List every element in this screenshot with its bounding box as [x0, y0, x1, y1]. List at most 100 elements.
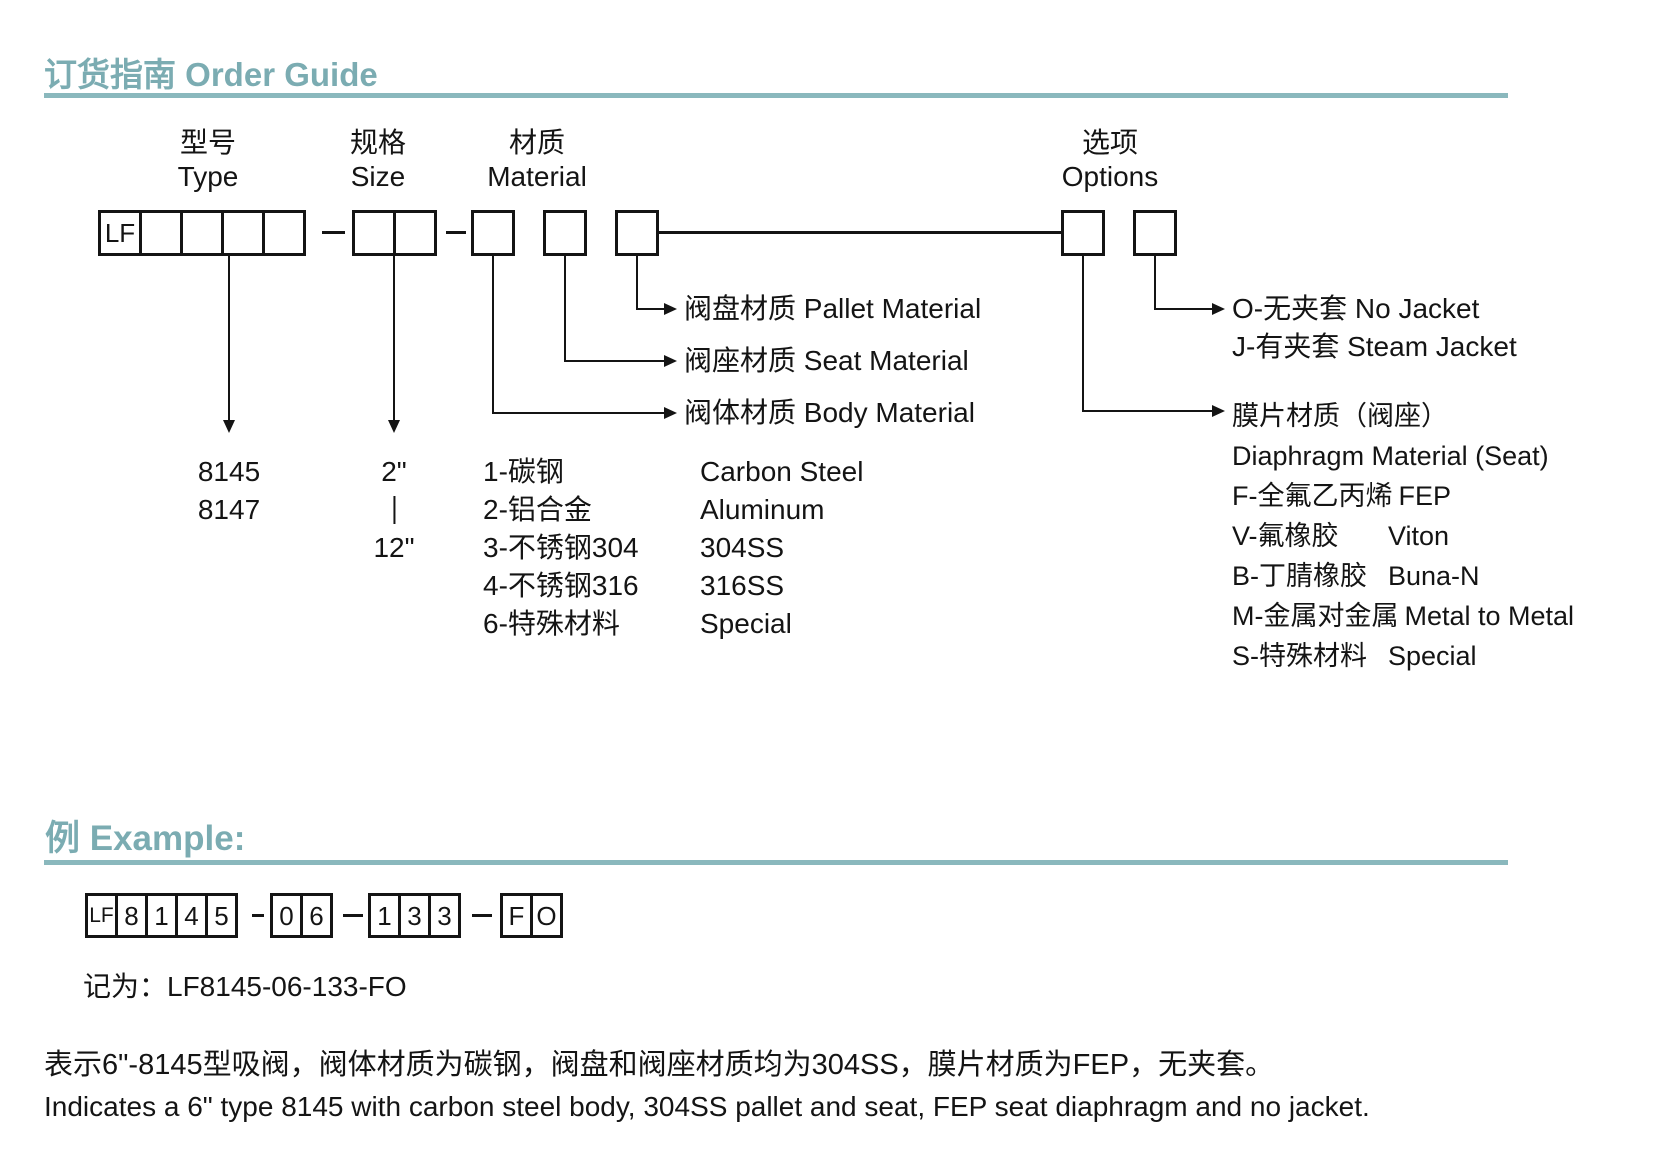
seat-material-connector-v	[564, 256, 566, 362]
material-name: 304SS	[700, 532, 785, 563]
material-code: 6-特殊材料	[483, 608, 620, 639]
diaphragm-material-block: 膜片材质（阀座） Diaphragm Material (Seat) F-全氟乙…	[1232, 396, 1574, 676]
type-value: 8147	[197, 494, 261, 525]
diaphragm-option-code: M-金属对金属	[1232, 601, 1399, 631]
body-material-arrow-icon	[664, 407, 677, 419]
example-size-boxes: 0 6	[270, 893, 333, 938]
type-connector-line	[228, 256, 230, 420]
diaphragm-option-code: B-丁腈橡胶	[1232, 561, 1367, 591]
jacket-option-steam-jacket: J-有夹套 Steam Jacket	[1232, 331, 1517, 362]
connector-line-material-options	[659, 231, 1061, 234]
options-box-jacket	[1133, 210, 1177, 256]
material-name: Carbon Steel	[700, 456, 864, 487]
material-code: 1-碳钢	[483, 456, 564, 487]
jacket-connector-v	[1154, 256, 1156, 310]
seat-material-arrow-icon	[664, 355, 677, 367]
code-cell	[352, 210, 396, 256]
seat-material-label: 阀座材质 Seat Material	[684, 345, 969, 376]
example-cell: 6	[300, 893, 333, 938]
example-heading: 例 Example:	[45, 819, 246, 858]
size-range-list: 2" 12"	[373, 453, 414, 567]
example-cell: LF	[85, 893, 118, 938]
example-cell: 5	[205, 893, 238, 938]
code-cell	[393, 210, 437, 256]
size-connector-line	[393, 256, 395, 420]
code-cell	[139, 210, 183, 256]
code-cell	[180, 210, 224, 256]
example-cell: O	[530, 893, 563, 938]
size-range-bar	[393, 496, 395, 524]
pallet-material-label: 阀盘材质 Pallet Material	[684, 293, 982, 324]
diaphragm-option-name: Buna-N	[1388, 561, 1480, 591]
diaphragm-option-name: Viton	[1388, 521, 1450, 551]
pallet-material-connector-h	[636, 308, 664, 310]
example-cell: 3	[398, 893, 431, 938]
header-options: 选项 Options	[1062, 126, 1159, 194]
diaphragm-connector-v	[1082, 256, 1084, 412]
header-type: 型号 Type	[178, 126, 239, 194]
example-dash	[252, 914, 264, 917]
material-codes-list: 1-碳钢 2-铝合金 3-不锈钢304 4-不锈钢316 6-特殊材料	[483, 453, 639, 643]
code-cell-prefix: LF	[98, 210, 142, 256]
type-code-boxes: LF	[98, 210, 306, 256]
diaphragm-option-code: V-氟橡胶	[1232, 521, 1339, 551]
example-material-boxes: 1 3 3	[368, 893, 461, 938]
material-name: 316SS	[700, 570, 785, 601]
type-arrow-icon	[223, 420, 235, 433]
header-size: 规格 Size	[350, 126, 406, 194]
type-values-list: 8145 8147	[198, 453, 260, 529]
title-rule	[44, 93, 1508, 98]
diaphragm-option-name: Metal to Metal	[1404, 601, 1575, 631]
diaphragm-option: S-特殊材料 Special	[1232, 636, 1574, 676]
example-cell: 1	[145, 893, 178, 938]
seat-material-connector-h	[564, 360, 664, 362]
code-cell	[221, 210, 265, 256]
body-material-connector-h	[492, 412, 664, 414]
material-code: 3-不锈钢304	[483, 532, 639, 563]
size-arrow-icon	[388, 420, 400, 433]
example-cell: 8	[115, 893, 148, 938]
material-box-body	[471, 210, 515, 256]
diaphragm-option: B-丁腈橡胶 Buna-N	[1232, 556, 1574, 596]
example-description-en: Indicates a 6" type 8145 with carbon ste…	[44, 1091, 1370, 1122]
example-cell: 3	[428, 893, 461, 938]
diaphragm-connector-h	[1082, 410, 1212, 412]
diaphragm-option: F-全氟乙丙烯 FEP	[1232, 476, 1574, 516]
example-rule	[44, 860, 1508, 865]
material-name: Aluminum	[700, 494, 825, 525]
diaphragm-title-cn: 膜片材质（阀座）	[1232, 401, 1448, 431]
size-value-min: 2"	[381, 456, 407, 487]
example-cell: F	[500, 893, 533, 938]
diaphragm-option-name: Special	[1388, 641, 1477, 671]
size-code-boxes	[352, 210, 437, 256]
diaphragm-option-name: FEP	[1398, 481, 1451, 511]
example-cell: 4	[175, 893, 208, 938]
options-box-diaphragm	[1061, 210, 1105, 256]
material-box-pallet	[615, 210, 659, 256]
diaphragm-option-code: S-特殊材料	[1232, 641, 1367, 671]
code-dash	[322, 231, 345, 234]
example-cell: 1	[368, 893, 401, 938]
pallet-material-arrow-icon	[664, 303, 677, 315]
header-options-cn: 选项	[1081, 127, 1138, 158]
material-box-seat	[543, 210, 587, 256]
material-names-list: Carbon Steel Aluminum 304SS 316SS Specia…	[700, 453, 863, 643]
code-dash	[446, 231, 466, 234]
jacket-option-no-jacket: O-无夹套 No Jacket	[1232, 293, 1480, 324]
example-dash	[343, 914, 363, 917]
diaphragm-option-code: F-全氟乙丙烯	[1232, 481, 1393, 511]
header-material: 材质 Material	[487, 126, 587, 194]
size-value-max: 12"	[373, 532, 415, 563]
example-description-cn: 表示6"-8145型吸阀，阀体材质为碳钢，阀盘和阀座材质均为304SS，膜片材质…	[44, 1049, 1275, 1081]
header-type-cn: 型号	[179, 127, 237, 158]
code-cell	[262, 210, 306, 256]
header-options-en: Options	[1061, 161, 1159, 192]
example-noted-as: 记为：LF8145-06-133-FO	[83, 971, 407, 1002]
material-name: Special	[700, 608, 792, 639]
jacket-connector-h	[1154, 308, 1212, 310]
body-material-label: 阀体材质 Body Material	[684, 397, 975, 428]
diaphragm-option: M-金属对金属 Metal to Metal	[1232, 596, 1574, 636]
header-size-cn: 规格	[349, 127, 407, 158]
example-dash	[472, 914, 492, 917]
